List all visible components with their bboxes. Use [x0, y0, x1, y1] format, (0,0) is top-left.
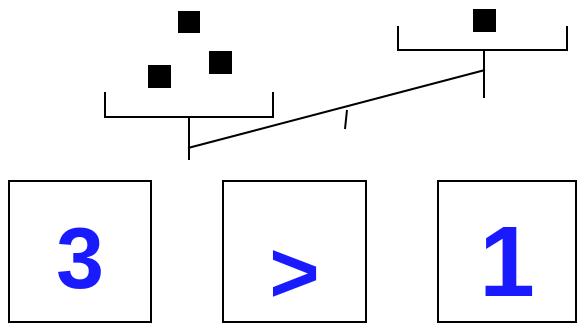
- balance-scale: [104, 9, 568, 160]
- scale-beam: [187, 69, 486, 149]
- left-number: 3: [56, 211, 104, 307]
- right-pan: [397, 26, 568, 98]
- comparison-symbol: >: [269, 225, 320, 321]
- left-pan-blocks: [148, 11, 232, 88]
- right-number-card: 1: [437, 180, 577, 323]
- block: [209, 51, 232, 74]
- left-pan: [104, 92, 274, 160]
- right-pan-blocks: [473, 9, 496, 32]
- block: [148, 65, 171, 88]
- block: [178, 11, 200, 33]
- right-pan-tray: [397, 26, 568, 51]
- scale-fulcrum-tick: [344, 109, 348, 130]
- block: [473, 9, 496, 32]
- left-number-card: 3: [8, 180, 152, 323]
- right-number: 1: [479, 206, 535, 318]
- comparison-symbol-card: >: [222, 180, 367, 323]
- left-pan-tray: [104, 92, 274, 118]
